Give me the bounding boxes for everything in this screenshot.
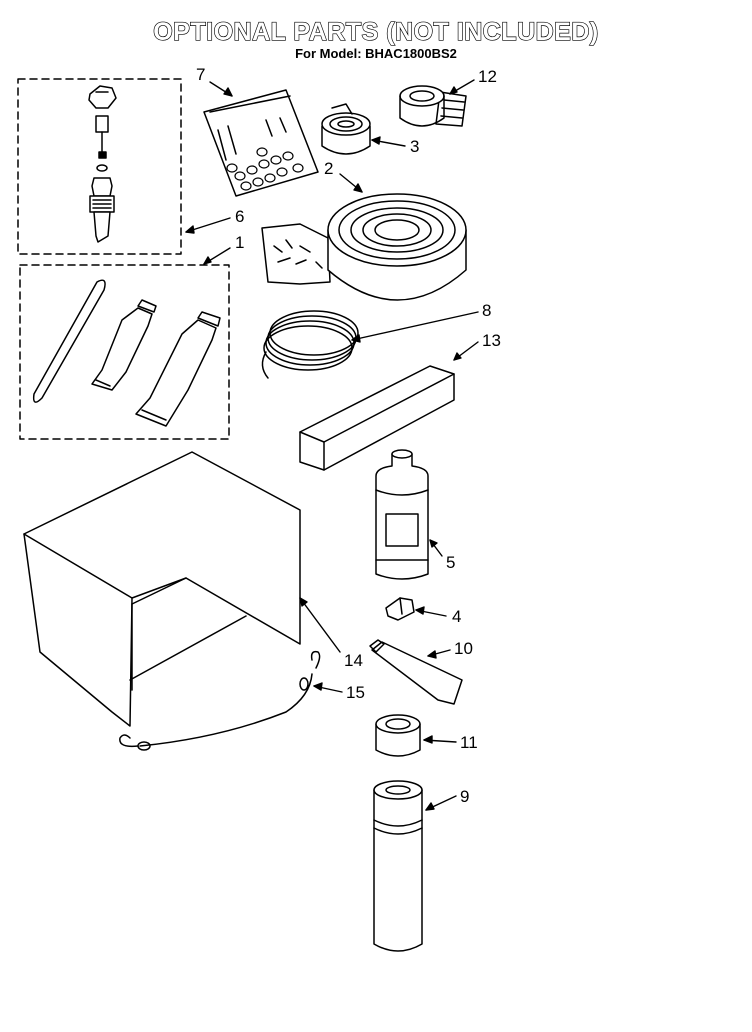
callout-7: 7 [196, 65, 205, 84]
diagram-title: OPTIONAL PARTS (NOT INCLUDED) [153, 17, 599, 46]
callout-6: 6 [235, 207, 244, 226]
part-5-bottle [375, 449, 429, 580]
part-10-small-tube [369, 639, 463, 705]
part-3-foam-roll [321, 103, 371, 155]
callout-9: 9 [460, 787, 469, 806]
part-11-tape-roll [375, 714, 421, 757]
part-4-plug [385, 597, 415, 621]
part-12-tape-roll [399, 85, 467, 127]
callout-1: 1 [235, 233, 244, 252]
callout-14: 14 [344, 651, 363, 670]
callout-13: 13 [482, 331, 501, 350]
part-8-wire-coil [261, 310, 359, 379]
part-6-valve-kit [17, 78, 182, 255]
callout-2: 2 [324, 159, 333, 178]
callout-15: 15 [346, 683, 365, 702]
part-15-bungee-cord [119, 650, 321, 751]
callout-8: 8 [482, 301, 491, 320]
callout-3: 3 [410, 137, 419, 156]
part-13-foam-bar [299, 365, 455, 471]
callout-10: 10 [454, 639, 473, 658]
callout-4: 4 [452, 607, 461, 626]
model-subtitle: For Model: BHAC1800BS2 [295, 46, 457, 61]
callout-12: 12 [478, 67, 497, 86]
leader-lines [185, 79, 479, 811]
part-14-cover [23, 451, 301, 727]
part-7-clip-bag [203, 89, 319, 197]
part-9-aerosol-can [373, 780, 423, 952]
callout-11: 11 [460, 733, 478, 752]
part-2-large-foam-roll [261, 193, 467, 301]
part-1-sealant-kit [19, 264, 230, 440]
callout-5: 5 [446, 553, 455, 572]
